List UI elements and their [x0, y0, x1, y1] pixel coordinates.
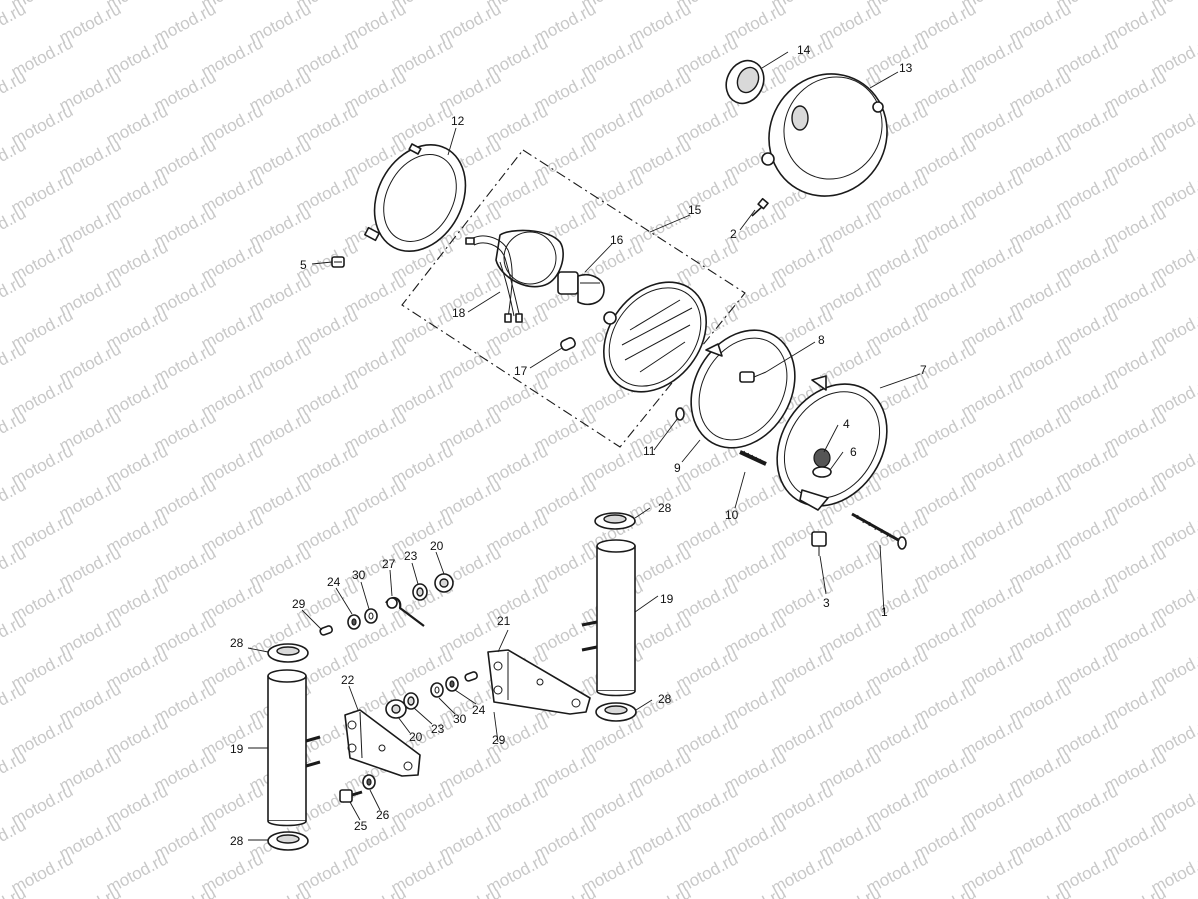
label-30-lower: 30: [453, 712, 467, 726]
label-2: 2: [730, 227, 737, 241]
label-23-lower: 23: [431, 722, 445, 736]
bush-and-spacer-lower: [385, 676, 459, 719]
bracket-left: [344, 709, 421, 777]
grommet: [725, 59, 765, 105]
clip: [331, 256, 345, 268]
headlamp-unit-boundary: [401, 149, 746, 448]
label-21: 21: [497, 614, 511, 628]
watermark-text: motod.ru: [246, 883, 314, 899]
watermark-text: motod.ru: [56, 883, 124, 899]
label-7: 7: [920, 363, 927, 377]
label-24-upper: 24: [327, 575, 341, 589]
adjuster-screw: [739, 371, 767, 383]
watermark-text: motod.ru: [1101, 883, 1169, 899]
leader-lines: [247, 51, 921, 841]
label-18: 18: [452, 306, 466, 320]
label-24-lower: 24: [472, 703, 486, 717]
watermark-text: motod.ru: [436, 883, 504, 899]
label-26: 26: [376, 808, 390, 822]
label-20-upper: 20: [430, 539, 444, 553]
watermark-text: motod.ru: [721, 883, 789, 899]
watermark-text: motod.ru: [531, 883, 599, 899]
label-4: 4: [843, 417, 850, 431]
label-28-right-top: 28: [658, 501, 672, 515]
pilot-bulb: [560, 337, 576, 351]
headlamp-shell: [761, 73, 888, 197]
nut-and-washer: [812, 448, 832, 478]
watermark-text: motod.ru: [816, 883, 884, 899]
label-22: 22: [341, 673, 355, 687]
label-19-left: 19: [230, 742, 244, 756]
label-15: 15: [688, 203, 702, 217]
label-16: 16: [610, 233, 624, 247]
label-17: 17: [514, 364, 528, 378]
headlamp-bulb: [557, 271, 605, 306]
label-1: 1: [881, 605, 888, 619]
label-5: 5: [300, 258, 307, 272]
label-12: 12: [451, 114, 465, 128]
bush-and-spacer-upper: [412, 573, 454, 601]
watermark-text: motod.ru: [151, 883, 219, 899]
label-19-right: 19: [660, 592, 674, 606]
hex-bolt: [811, 531, 827, 556]
label-30-upper: 30: [352, 568, 366, 582]
long-bolt: [851, 512, 907, 550]
label-20-lower: 20: [409, 730, 423, 744]
fork-tube-left: [267, 669, 321, 827]
rubber-ring-left-bottom: [267, 831, 309, 851]
pin-upper: [319, 625, 333, 636]
label-28-left-bottom: 28: [230, 834, 244, 848]
pin-lower: [464, 671, 478, 682]
threaded-stud: [739, 450, 767, 466]
label-13: 13: [899, 61, 913, 75]
part-labels: 14 13 12 5 2 15 16 18 17 8 7 4 6 11 9 10…: [230, 43, 927, 848]
rubber-ring-left-top: [267, 643, 309, 663]
label-6: 6: [850, 445, 857, 459]
small-nut: [675, 407, 685, 421]
mounting-ring: [776, 375, 888, 511]
label-29-upper: 29: [292, 597, 306, 611]
label-23-upper: 23: [404, 549, 418, 563]
label-28-left-top: 28: [230, 636, 244, 650]
label-14: 14: [797, 43, 811, 57]
watermark-text: motod.ru: [341, 883, 409, 899]
fork-tube-right: [581, 539, 636, 697]
watermark-text: motod.ru: [1006, 883, 1074, 899]
watermark-text: motod.ru: [626, 883, 694, 899]
label-27: 27: [382, 557, 396, 571]
rubber-ring-right-top: [594, 512, 636, 530]
label-25: 25: [354, 819, 368, 833]
rubber-ring-right-bottom: [595, 702, 637, 722]
bracket-right: [487, 649, 591, 715]
small-screw: [751, 197, 769, 217]
bezel-ring: [364, 143, 467, 253]
headlamp-lens: [602, 281, 708, 393]
washer-upper: [347, 608, 378, 630]
reflector-wiring: [465, 229, 564, 323]
watermark-text: motod.ru: [911, 883, 979, 899]
label-3: 3: [823, 596, 830, 610]
bolt-and-washer-lower: [339, 774, 376, 803]
label-8: 8: [818, 333, 825, 347]
label-29-lower: 29: [492, 733, 506, 747]
trim-ring: [690, 329, 796, 449]
label-9: 9: [674, 461, 681, 475]
spring-clip: [385, 596, 425, 627]
label-28-right-bottom: 28: [658, 692, 672, 706]
label-11: 11: [643, 444, 656, 458]
label-10: 10: [725, 508, 739, 522]
